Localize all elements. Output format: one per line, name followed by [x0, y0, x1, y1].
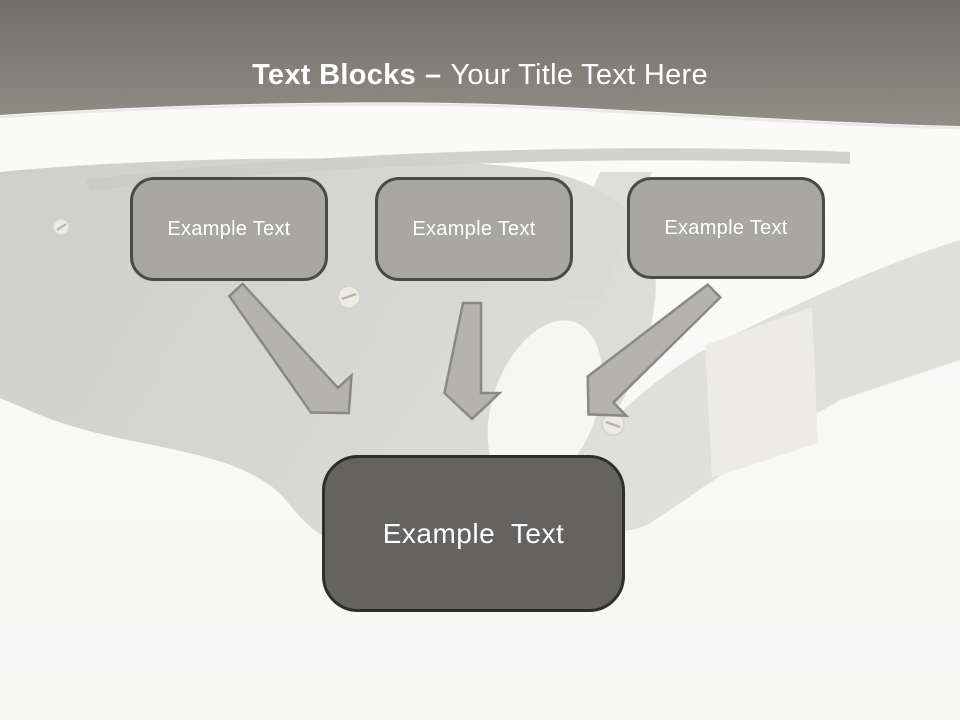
title-dash: –: [425, 59, 442, 91]
text-block-3: Example Text: [627, 177, 825, 279]
diagonal-down-left-arrow-icon: [586, 282, 723, 418]
sunglasses-nose-notch: [487, 320, 603, 490]
sunglasses-hinge-band: [548, 172, 652, 300]
slide-title: Text Blocks–Your Title Text Here: [0, 55, 960, 95]
title-subtitle: Your Title Text Here: [450, 59, 708, 91]
text-block-2: Example Text: [375, 177, 573, 281]
result-text-block-label: Example Text: [382, 517, 565, 549]
text-block-1-label: Example Text: [167, 217, 291, 240]
screw-detail-2: [337, 285, 361, 309]
sunglasses-top-frame: [85, 148, 850, 191]
header-wave: [0, 0, 960, 130]
result-text-block: Example Text: [322, 455, 625, 612]
down-arrow-icon: [443, 301, 503, 421]
sunglasses-arm-panel: [705, 307, 818, 478]
text-block-3-label: Example Text: [664, 216, 788, 239]
diagonal-down-right-arrow-icon: [227, 282, 354, 415]
text-block-1: Example Text: [130, 177, 328, 281]
header-band: Text Blocks–Your Title Text Here: [0, 0, 960, 140]
screw-detail-1: [52, 218, 70, 236]
text-block-2-label: Example Text: [412, 217, 536, 240]
title-topic: Text Blocks: [252, 59, 416, 91]
